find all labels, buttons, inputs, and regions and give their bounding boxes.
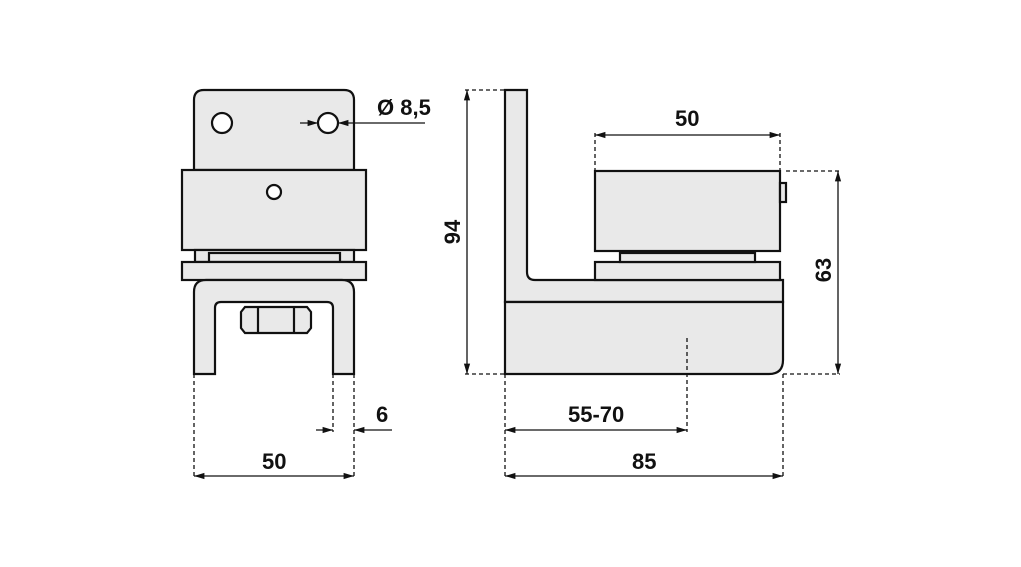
washer xyxy=(207,251,342,264)
front-width-label: 50 xyxy=(262,449,286,474)
flange-side xyxy=(593,260,782,282)
front-view: Ø 8,5 6 50 xyxy=(180,88,431,480)
flange xyxy=(180,260,368,282)
leg-thickness-label: 6 xyxy=(376,402,388,427)
carriage-block xyxy=(180,168,368,252)
mounting-plate xyxy=(192,88,356,172)
mounting-hole xyxy=(316,111,340,135)
grease-nipple xyxy=(778,181,788,204)
base-block xyxy=(503,300,785,376)
total-height-label: 94 xyxy=(440,219,465,244)
grease-nipple-hole xyxy=(265,183,283,201)
mounting-hole xyxy=(210,111,234,135)
washer-side xyxy=(618,251,757,264)
body-height-label: 63 xyxy=(811,258,836,282)
top-width-label: 50 xyxy=(675,106,699,131)
adjust-range-label: 55-70 xyxy=(568,402,624,427)
side-view: 94 63 50 55-70 85 xyxy=(440,88,842,480)
hole-diameter-label: Ø 8,5 xyxy=(377,95,431,120)
hex-nut xyxy=(239,305,313,335)
carriage-block-side xyxy=(593,169,782,253)
total-length-label: 85 xyxy=(632,449,656,474)
